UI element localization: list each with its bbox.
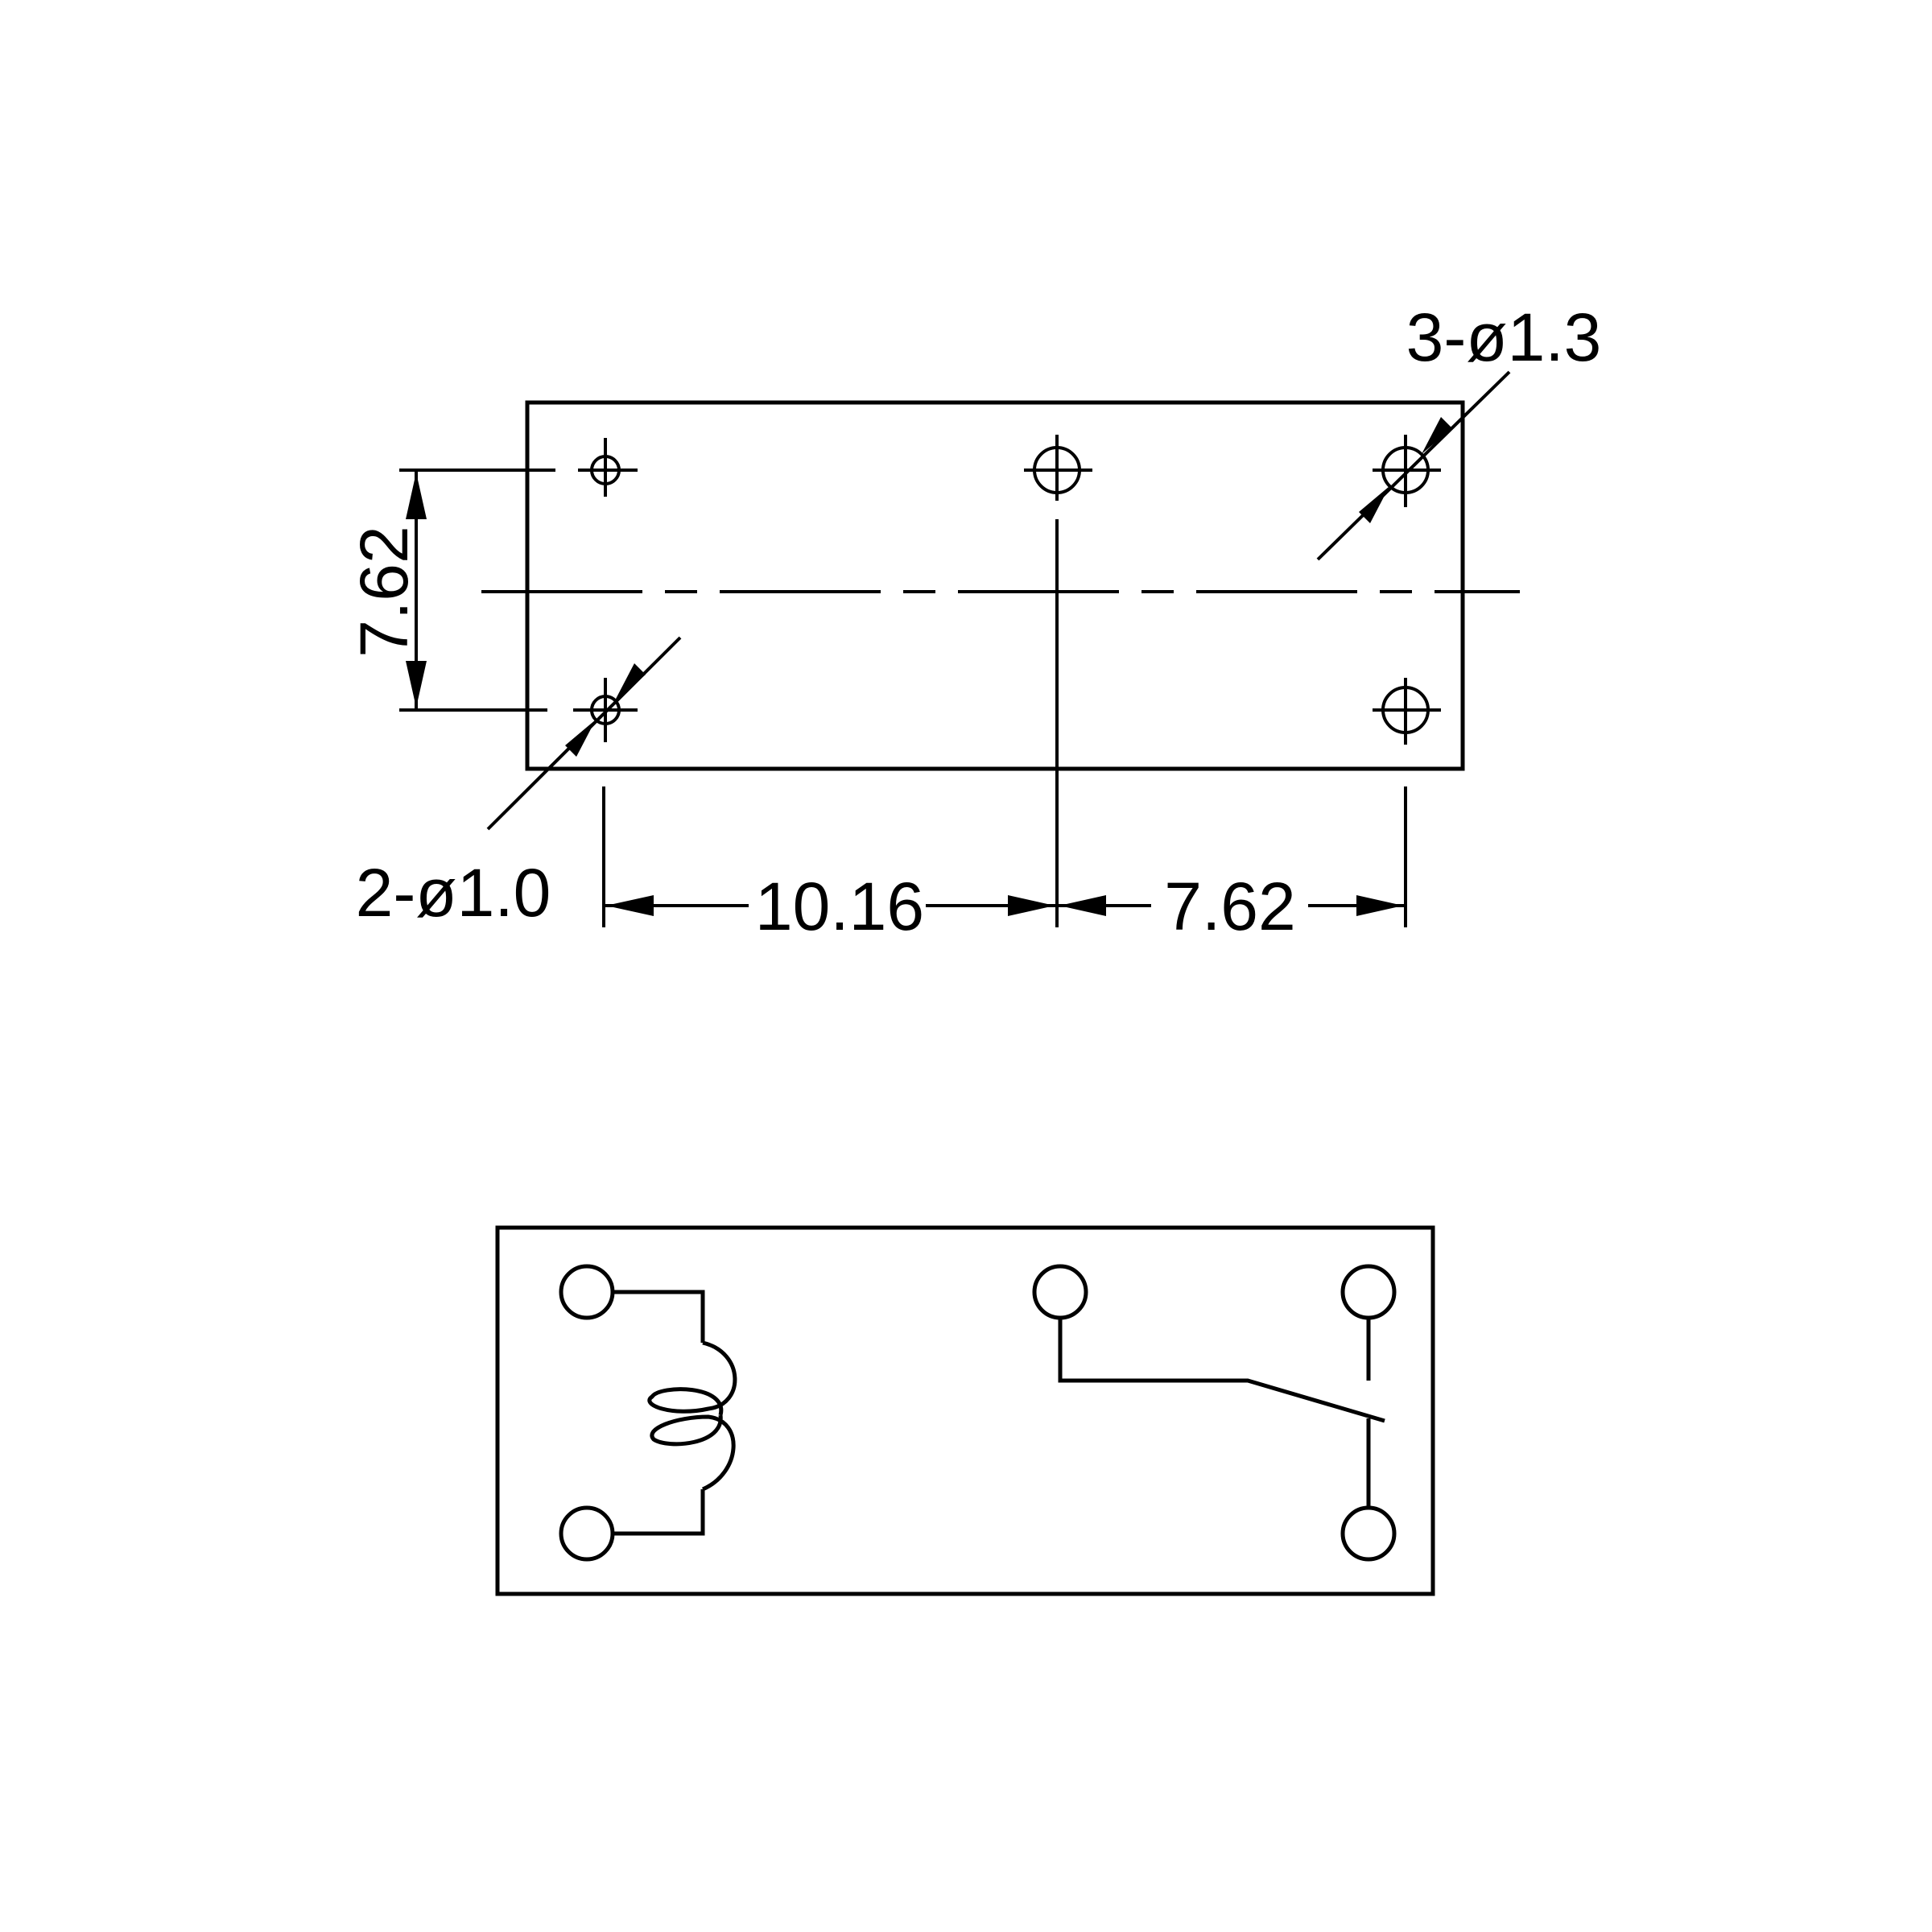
- pin-hole: [1373, 435, 1441, 507]
- switch-contact-icon: [1058, 1318, 1385, 1508]
- schematic-outline: [495, 1225, 1435, 1596]
- footprint-view: 7.62 10.16 7.62 2-ø1.0: [346, 299, 1601, 944]
- small-hole-callout: 2-ø1.0: [356, 636, 682, 931]
- pin-hole: [1373, 678, 1441, 745]
- pin-hole: [578, 438, 638, 497]
- small-hole-label: 2-ø1.0: [356, 855, 551, 931]
- pin-span-dimension: 10.16 7.62: [602, 786, 1407, 944]
- right-span-label: 7.62: [1164, 869, 1296, 944]
- row-spacing-label: 7.62: [346, 526, 422, 658]
- left-span-label: 10.16: [755, 869, 924, 944]
- large-hole-callout: 3-ø1.3: [1316, 299, 1602, 561]
- schematic-view: [495, 1225, 1435, 1596]
- row-spacing-dimension: 7.62: [346, 469, 555, 712]
- terminal: [559, 1264, 615, 1320]
- large-hole-label: 3-ø1.3: [1406, 299, 1602, 375]
- terminal: [559, 1505, 615, 1562]
- terminal: [1032, 1264, 1088, 1320]
- terminal: [1340, 1505, 1397, 1562]
- footprint-outline: [525, 400, 1465, 771]
- coil-icon: [613, 1290, 737, 1536]
- pin-hole: [1024, 435, 1092, 501]
- terminal: [1340, 1264, 1397, 1320]
